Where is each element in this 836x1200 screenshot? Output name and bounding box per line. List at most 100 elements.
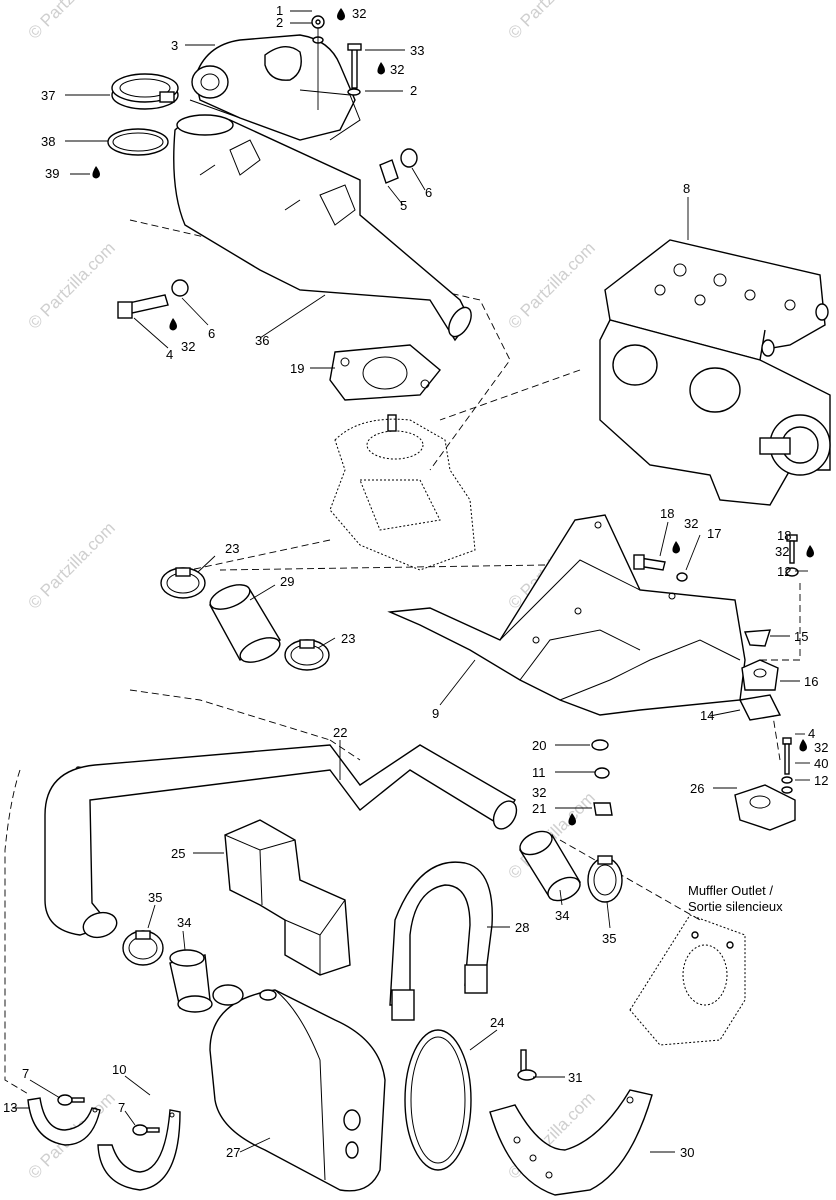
callout-9: 9 <box>432 706 439 721</box>
callout-13: 13 <box>3 1100 17 1115</box>
top-hardware <box>117 15 418 319</box>
o-ring-38 <box>107 128 169 156</box>
callout-4: 4 <box>808 726 815 741</box>
callout-1: 1 <box>276 3 283 18</box>
callout-32: 32 <box>814 740 828 755</box>
support-hardware <box>591 534 799 816</box>
clamp-23a <box>160 567 206 599</box>
callout-28: 28 <box>515 920 529 935</box>
exhaust-pipe-22 <box>44 744 518 939</box>
callout-34: 34 <box>177 915 191 930</box>
callout-23: 23 <box>341 631 355 646</box>
callout-6: 6 <box>425 185 432 200</box>
callout-26: 26 <box>690 781 704 796</box>
callout-32: 32 <box>532 785 546 800</box>
callout-12: 12 <box>814 773 828 788</box>
callout-12: 12 <box>777 564 791 579</box>
coupling-34a <box>169 949 213 1013</box>
drop-icon <box>169 318 177 331</box>
sealant-drop-icons <box>92 8 814 826</box>
callout-32: 32 <box>181 339 195 354</box>
callout-32: 32 <box>390 62 404 77</box>
engine <box>599 239 831 506</box>
callout-11: 11 <box>532 765 546 780</box>
callout-18: 18 <box>777 528 791 543</box>
coupling-34b <box>518 830 582 902</box>
muffler-outlet-label-en: Muffler Outlet / <box>688 883 773 898</box>
callout-37: 37 <box>41 88 55 103</box>
callout-25: 25 <box>171 846 185 861</box>
drop-icon <box>92 166 100 179</box>
callout-34: 34 <box>555 908 569 923</box>
foam-block-25 <box>224 819 351 976</box>
callout-35: 35 <box>148 890 162 905</box>
drop-icon <box>799 739 807 752</box>
callout-14: 14 <box>700 708 714 723</box>
callout-16: 16 <box>804 674 818 689</box>
callout-38: 38 <box>41 134 55 149</box>
muffler-outlet-label-fr: Sortie silencieux <box>688 899 783 914</box>
screw-7a <box>57 1094 85 1106</box>
muffler-outlet <box>629 914 746 1046</box>
callout-23: 23 <box>225 541 239 556</box>
gasket-24 <box>404 1029 472 1171</box>
callout-24: 24 <box>490 1015 504 1030</box>
drop-icon <box>337 8 345 21</box>
drop-icon <box>806 545 814 558</box>
callout-35: 35 <box>602 931 616 946</box>
clamp-ring-37 <box>111 73 179 110</box>
strap-28 <box>389 861 493 1021</box>
callout-3: 3 <box>171 38 178 53</box>
callout-19: 19 <box>290 361 304 376</box>
clamp-23b <box>284 639 330 671</box>
callout-2: 2 <box>410 83 417 98</box>
clamp-35a <box>122 930 164 966</box>
callout-22: 22 <box>333 725 347 740</box>
callout-2: 2 <box>276 15 283 30</box>
callout-20: 20 <box>532 738 546 753</box>
callout-27: 27 <box>226 1145 240 1160</box>
callout-labels: 1 2 32 3 33 32 2 37 38 39 5 6 6 32 4 36 … <box>3 3 828 1160</box>
callout-39: 39 <box>45 166 59 181</box>
screw-7b <box>132 1124 160 1136</box>
callout-17: 17 <box>707 526 721 541</box>
dotted-exhaust-base <box>329 418 476 571</box>
callout-32: 32 <box>684 516 698 531</box>
watermark-1: © Partzilla.com <box>24 0 118 43</box>
callout-36: 36 <box>255 333 269 348</box>
gasket-19 <box>329 344 441 432</box>
rivet-31 <box>517 1049 537 1081</box>
callout-4: 4 <box>166 347 173 362</box>
callout-10: 10 <box>112 1062 126 1077</box>
callout-29: 29 <box>280 574 294 589</box>
drop-icon <box>377 62 385 75</box>
watermark-2: © Partzilla.com <box>504 0 598 43</box>
callout-15: 15 <box>794 629 808 644</box>
muffler-27 <box>209 984 386 1192</box>
callout-7: 7 <box>22 1066 29 1081</box>
callout-18: 18 <box>660 506 674 521</box>
watermark-5: © Partzilla.com <box>24 518 118 612</box>
mount-26 <box>734 784 796 831</box>
callout-5: 5 <box>400 198 407 213</box>
bracket-10 <box>97 1109 181 1191</box>
callout-7: 7 <box>118 1100 125 1115</box>
clamp-35b <box>587 855 623 903</box>
hose-29 <box>208 584 281 663</box>
tuned-pipe <box>173 114 472 342</box>
bracket-30 <box>489 1089 653 1196</box>
callout-40: 40 <box>814 756 828 771</box>
watermark-3: © Partzilla.com <box>24 238 118 332</box>
callout-30: 30 <box>680 1145 694 1160</box>
exhaust-manifold <box>189 34 361 141</box>
callout-32: 32 <box>775 544 789 559</box>
bracket-13 <box>27 1097 101 1146</box>
support-bracket <box>387 514 746 716</box>
callout-31: 31 <box>568 1070 582 1085</box>
drop-icon <box>672 541 680 554</box>
leader-lines <box>12 10 810 1153</box>
callout-33: 33 <box>410 43 424 58</box>
callout-32: 32 <box>352 6 366 21</box>
